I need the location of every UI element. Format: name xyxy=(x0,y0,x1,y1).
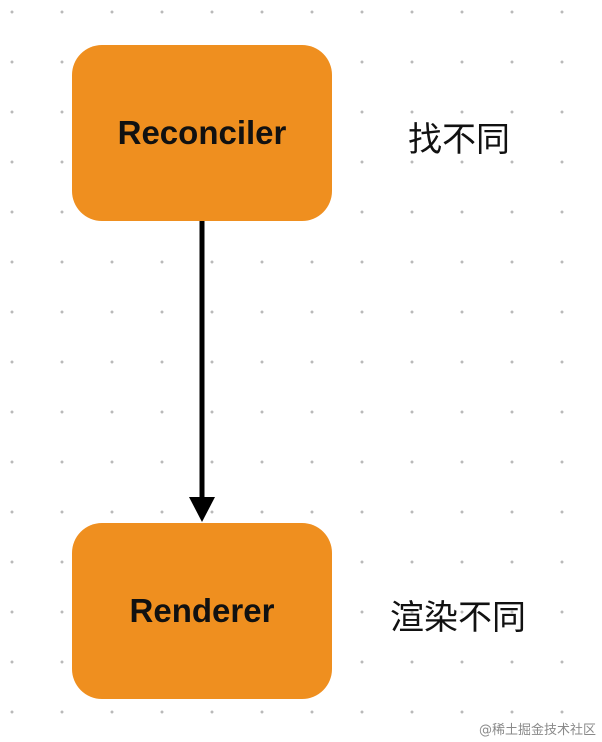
watermark: @稀土掘金技术社区 xyxy=(478,723,596,738)
renderer-node-label: Renderer xyxy=(129,592,275,629)
reconciler-node-label: Reconciler xyxy=(117,114,287,151)
reconciler-node: Reconciler xyxy=(72,45,332,221)
renderer-node: Renderer xyxy=(72,523,332,699)
arrowhead-icon xyxy=(189,497,215,522)
renderer-note: 渲染不同 xyxy=(390,598,526,638)
reconciler-note: 找不同 xyxy=(408,120,510,160)
